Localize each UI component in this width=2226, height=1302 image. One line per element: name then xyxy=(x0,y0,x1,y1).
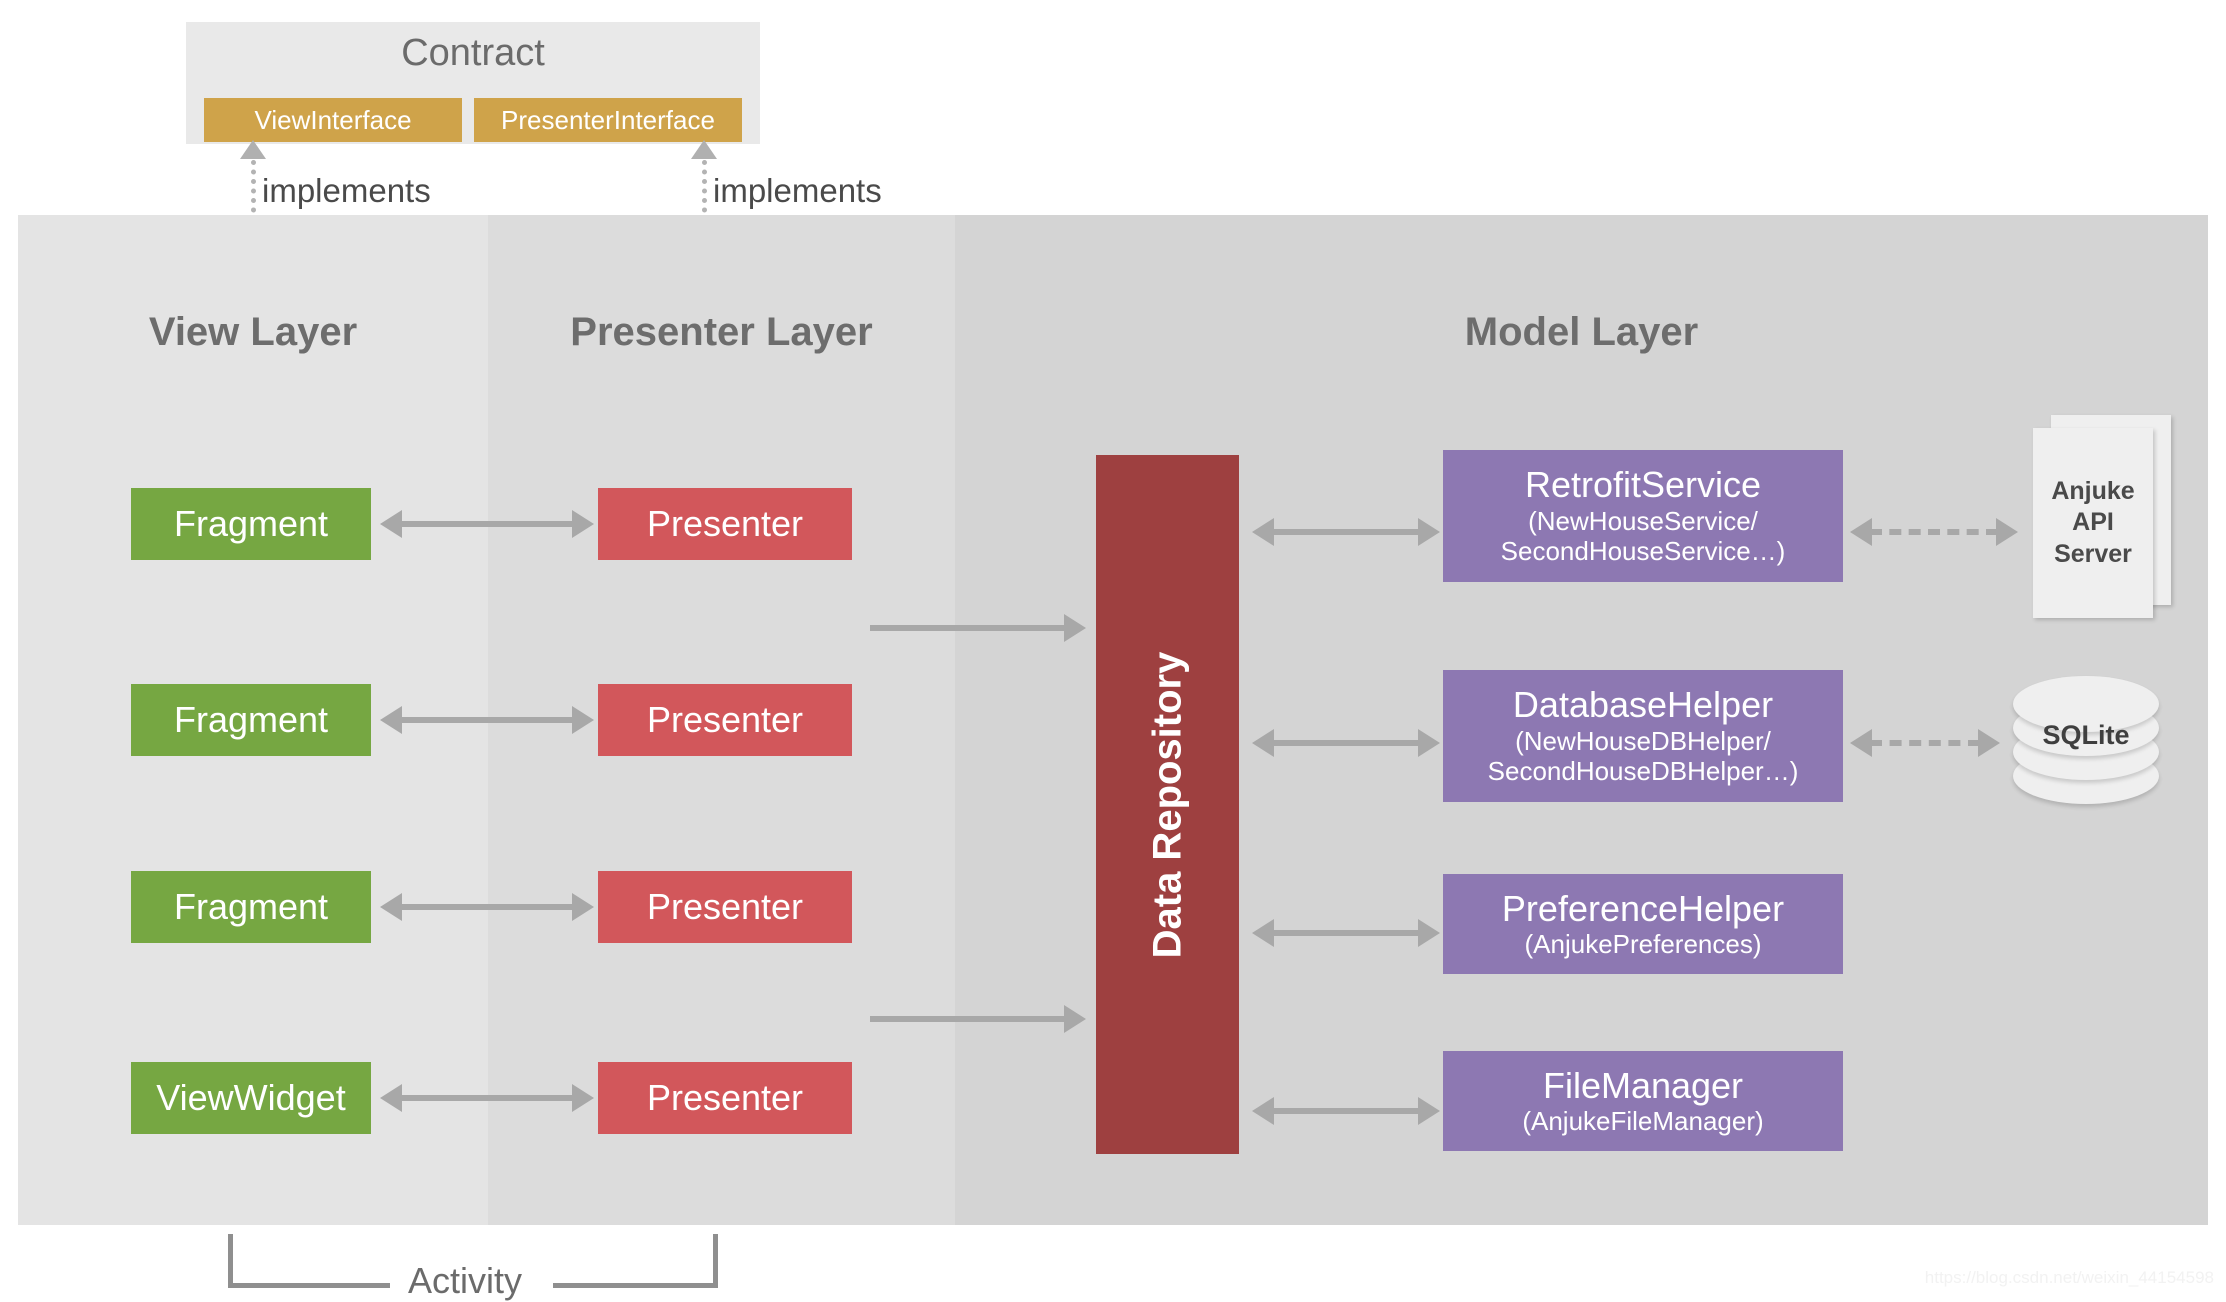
node-label: Presenter xyxy=(646,1076,804,1118)
node-label: Fragment xyxy=(173,885,329,927)
arrow-view-presenter-1 xyxy=(398,521,574,527)
view-node-fragment-3[interactable]: Fragment xyxy=(131,871,371,943)
document-icon-front xyxy=(2033,428,2153,618)
arrowhead-left-2 xyxy=(380,706,402,734)
arrowhead-left-3 xyxy=(380,893,402,921)
presenter-node-2[interactable]: Presenter xyxy=(598,684,852,756)
arrowhead-right-3 xyxy=(572,893,594,921)
presenter-layer-title: Presenter Layer xyxy=(570,310,873,354)
arrow-repository-retrofit xyxy=(1270,529,1420,535)
view-node-fragment-1[interactable]: Fragment xyxy=(131,488,371,560)
arrowhead-left-sqlite xyxy=(1850,729,1872,757)
view-node-viewwidget[interactable]: ViewWidget xyxy=(131,1062,371,1134)
arrowhead-left-4 xyxy=(380,1084,402,1112)
arrow-view-presenter-4 xyxy=(398,1095,574,1101)
watermark: https://blog.csdn.net/weixin_44154598 xyxy=(1924,1268,2214,1287)
arrowhead-left-filemanager xyxy=(1252,1097,1274,1125)
arrowhead-right-2 xyxy=(572,706,594,734)
implements-line-view xyxy=(251,160,256,260)
arrowhead-right-preference xyxy=(1418,919,1440,947)
arrowhead-right-api xyxy=(1996,518,2018,546)
api-server-line-1: Anjuke xyxy=(2051,477,2135,506)
arrow-retrofit-to-api-server xyxy=(1870,529,1998,535)
database-icon-disc-1 xyxy=(2013,676,2159,732)
implements-arrowhead-presenter xyxy=(691,140,717,159)
presenter-interface-box[interactable]: PresenterInterface xyxy=(474,98,742,142)
presenter-node-4[interactable]: Presenter xyxy=(598,1062,852,1134)
arrow-presenter-to-repository-bottom xyxy=(870,1016,1066,1022)
activity-bracket-left-arm xyxy=(228,1283,390,1288)
activity-bracket-right-tick xyxy=(713,1234,718,1288)
contract-group: Contract ViewInterface PresenterInterfac… xyxy=(186,22,760,144)
implements-line-presenter xyxy=(702,160,707,260)
model-node-database-helper[interactable]: DatabaseHelper (NewHouseDBHelper/ Second… xyxy=(1443,670,1843,802)
implements-label-view: implements xyxy=(262,172,431,209)
arrowhead-right-retrofit xyxy=(1418,518,1440,546)
node-title: FileManager xyxy=(1542,1064,1744,1106)
arrow-view-presenter-2 xyxy=(398,717,574,723)
arrow-repository-preference xyxy=(1270,930,1420,936)
node-subtitle-line1: (AnjukeFileManager) xyxy=(1522,1106,1764,1137)
presenter-node-3[interactable]: Presenter xyxy=(598,871,852,943)
model-node-preference-helper[interactable]: PreferenceHelper (AnjukePreferences) xyxy=(1443,874,1843,974)
api-server-line-3: Server xyxy=(2054,539,2132,568)
view-interface-box[interactable]: ViewInterface xyxy=(204,98,462,142)
api-server-label: Anjuke API Server xyxy=(2033,428,2153,618)
node-subtitle-line2: SecondHouseService…) xyxy=(1500,536,1786,567)
model-node-file-manager[interactable]: FileManager (AnjukeFileManager) xyxy=(1443,1051,1843,1151)
sqlite-label: SQLite xyxy=(2042,720,2130,750)
contract-title: Contract xyxy=(401,32,545,74)
arrowhead-left-retrofit xyxy=(1252,518,1274,546)
node-title: DatabaseHelper xyxy=(1512,684,1774,726)
model-layer-title: Model Layer xyxy=(1464,310,1699,354)
data-repository-box[interactable]: Data Repository xyxy=(1096,455,1239,1154)
arrow-database-to-sqlite xyxy=(1870,740,1980,746)
sqlite-database[interactable]: SQLite xyxy=(2013,676,2163,806)
arrowhead-repository-bottom xyxy=(1064,1005,1086,1033)
implements-label-presenter: implements xyxy=(713,172,882,209)
arrowhead-right-1 xyxy=(572,510,594,538)
node-subtitle-line1: (NewHouseService/ xyxy=(1528,506,1758,537)
model-node-retrofit-service[interactable]: RetrofitService (NewHouseService/ Second… xyxy=(1443,450,1843,582)
arrow-repository-filemanager xyxy=(1270,1108,1420,1114)
arrow-repository-database xyxy=(1270,740,1420,746)
arrowhead-right-sqlite xyxy=(1978,729,2000,757)
node-subtitle-line1: (AnjukePreferences) xyxy=(1524,929,1762,960)
arrowhead-left-preference xyxy=(1252,919,1274,947)
node-label: Fragment xyxy=(173,502,329,544)
presenter-node-1[interactable]: Presenter xyxy=(598,488,852,560)
data-repository-label: Data Repository xyxy=(1145,651,1189,958)
arrowhead-left-api xyxy=(1850,518,1872,546)
arrow-presenter-to-repository-top xyxy=(870,625,1066,631)
arrow-view-presenter-3 xyxy=(398,904,574,910)
arrowhead-right-filemanager xyxy=(1418,1097,1440,1125)
node-label: Fragment xyxy=(173,698,329,740)
node-subtitle-line2: SecondHouseDBHelper…) xyxy=(1487,756,1799,787)
node-subtitle-line1: (NewHouseDBHelper/ xyxy=(1515,726,1771,757)
anjuke-api-server[interactable]: Anjuke API Server xyxy=(2033,415,2178,625)
node-title: PreferenceHelper xyxy=(1501,887,1785,929)
implements-arrowhead-view xyxy=(240,140,266,159)
activity-bracket-right-arm xyxy=(553,1283,718,1288)
node-label: Presenter xyxy=(646,698,804,740)
node-title: RetrofitService xyxy=(1524,464,1762,506)
node-label: ViewWidget xyxy=(156,1076,346,1118)
arrowhead-left-1 xyxy=(380,510,402,538)
view-layer-title: View Layer xyxy=(148,310,358,354)
arrowhead-right-database xyxy=(1418,729,1440,757)
arrowhead-left-database xyxy=(1252,729,1274,757)
activity-bracket-left-tick xyxy=(228,1234,233,1288)
api-server-line-2: API xyxy=(2072,508,2114,537)
activity-label: Activity xyxy=(408,1260,523,1301)
node-label: Presenter xyxy=(646,502,804,544)
view-node-fragment-2[interactable]: Fragment xyxy=(131,684,371,756)
node-label: Presenter xyxy=(646,885,804,927)
arrowhead-right-4 xyxy=(572,1084,594,1112)
arrowhead-repository-top xyxy=(1064,614,1086,642)
